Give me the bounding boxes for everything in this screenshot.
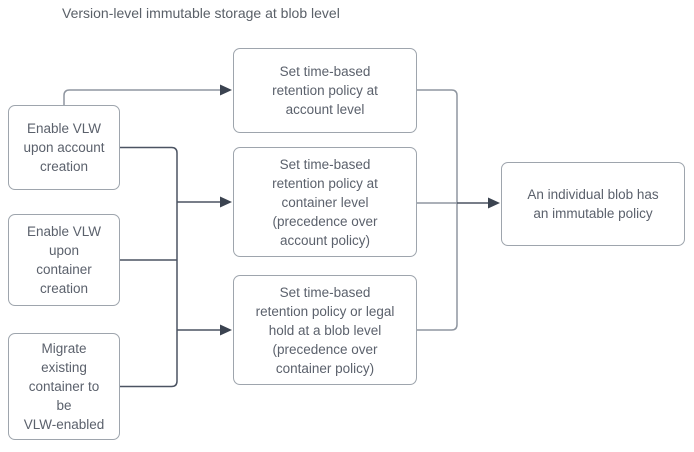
- node-retention-policy-account-level: Set time-based retention policy at accou…: [233, 48, 417, 133]
- node-migrate-existing-container: Migrate existing container to be VLW-ena…: [8, 333, 120, 440]
- connector-left-bus: [120, 146, 178, 388]
- node-individual-blob-immutable-policy: An individual blob has an immutable poli…: [501, 162, 685, 246]
- node-enable-vlw-container-creation: Enable VLW upon container creation: [8, 214, 120, 306]
- node-enable-vlw-account-creation: Enable VLW upon account creation: [8, 105, 120, 190]
- arrowhead-container-policy: [220, 196, 232, 208]
- arrowhead-immutable-blob: [488, 197, 500, 209]
- arrowhead-blob-policy: [220, 324, 232, 336]
- node-retention-policy-container-level: Set time-based retention policy at conta…: [233, 147, 417, 257]
- connector-account-to-account-policy: [63, 89, 221, 105]
- arrowhead-account-policy: [220, 84, 232, 96]
- connector-right-bus: [417, 89, 458, 331]
- diagram-title: Version-level immutable storage at blob …: [62, 5, 340, 21]
- node-retention-policy-blob-level: Set time-based retention policy or legal…: [233, 275, 417, 385]
